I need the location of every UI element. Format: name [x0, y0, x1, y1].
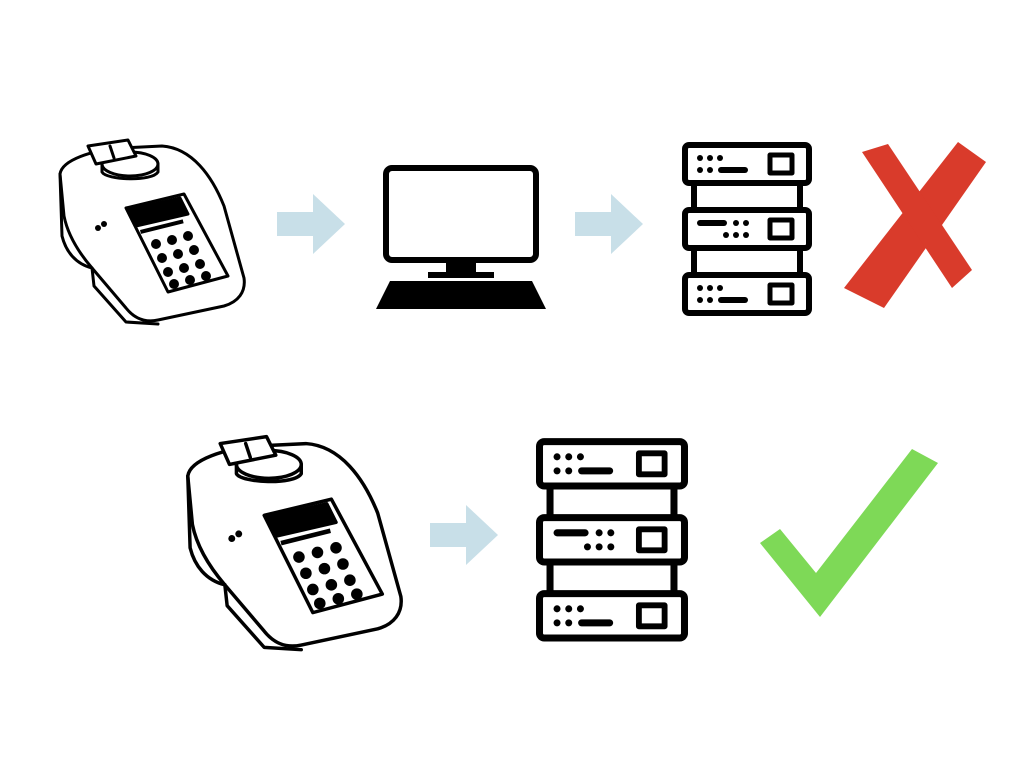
right-arrow-icon: [428, 503, 500, 567]
server-rack-icon: [536, 438, 688, 644]
right-arrow-icon: [275, 192, 347, 256]
server-rack-icon: [682, 142, 812, 318]
red-cross-icon: [840, 140, 990, 310]
desktop-computer-icon: [376, 165, 550, 311]
green-check-icon: [756, 445, 942, 621]
right-arrow-icon: [573, 192, 645, 256]
lab-instrument-icon: [178, 432, 406, 652]
lab-instrument-icon: [52, 136, 248, 326]
